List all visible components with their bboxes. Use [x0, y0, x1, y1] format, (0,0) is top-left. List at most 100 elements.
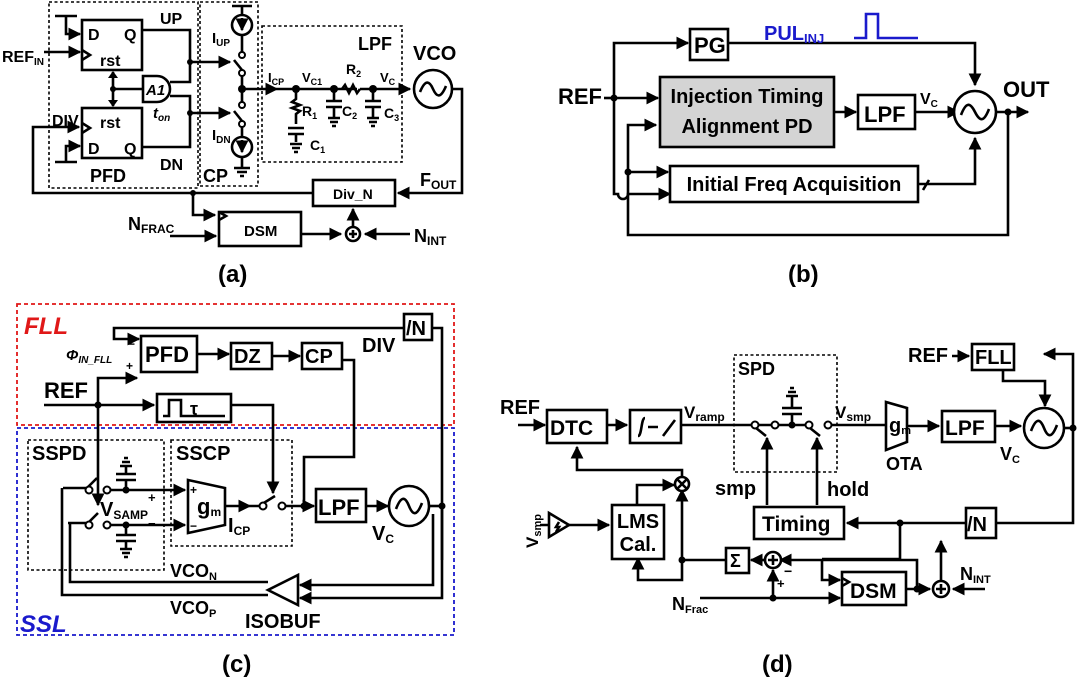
ref-to-pg-wire: [612, 36, 690, 98]
v-c-label: VC: [372, 523, 394, 546]
cross-glyph: [676, 478, 688, 490]
pfd-block: [139, 334, 199, 374]
fll-label: FLL: [975, 347, 1012, 369]
mult-to-dtc-wire: [570, 445, 684, 477]
dtc-label: DTC: [550, 417, 593, 440]
plus-glyph: [768, 555, 778, 565]
r2-label: R2: [346, 61, 361, 79]
c2-branch: [326, 89, 342, 128]
isobuf-triangle: [265, 572, 300, 608]
timing-label: Timing: [762, 513, 830, 536]
clock-icon: [81, 48, 93, 62]
plus-sign: +: [777, 576, 785, 591]
pg-block: [688, 27, 730, 62]
gm-label: gm: [197, 494, 221, 519]
div-n-label: Div_N: [333, 186, 373, 202]
sscp-group-label: SSCP: [176, 443, 230, 465]
dn-label: DN: [160, 157, 183, 174]
caption-d: (d): [762, 651, 793, 678]
vco-to-fll-wire: [1042, 347, 1075, 428]
sample-cap-bot: [116, 525, 136, 559]
n-frac-label: NFrac: [672, 594, 708, 616]
ref-left-label: REF: [500, 397, 540, 419]
r1-label: R1: [302, 103, 317, 121]
hold-label: hold: [827, 479, 869, 501]
dsm-block: [840, 570, 908, 607]
vco-to-div-wire: [432, 326, 444, 560]
fll-to-vco-wire: [1001, 370, 1052, 408]
switch-contact: [238, 101, 246, 109]
minus-sign: −: [128, 337, 135, 351]
i-cp-label: ICP: [228, 515, 250, 538]
ota-label: OTA: [886, 454, 923, 474]
clock-icon: [841, 576, 852, 588]
div-n-label: /N: [967, 514, 987, 536]
dn-switch[interactable]: [232, 110, 244, 122]
div-n-block: [964, 506, 998, 540]
i-dn-label: IDN: [212, 127, 231, 146]
sine-icon: [959, 103, 991, 121]
lpf-label: LPF: [945, 417, 985, 440]
junction-dot: [187, 110, 193, 116]
smp-switch[interactable]: [755, 426, 767, 438]
out-label: OUT: [1003, 77, 1050, 102]
and-gate-label: A1: [145, 82, 165, 99]
ifa-label: Initial Freq Acquisition: [687, 174, 902, 196]
caption-c: (c): [222, 651, 251, 678]
spd-group-box: [733, 354, 838, 473]
switch-contact: [238, 51, 246, 59]
sspd-group-box: [27, 439, 165, 571]
phi-in-fll-label: ΦIN_FLL: [66, 347, 112, 366]
itapd-line2: Alignment PD: [681, 116, 812, 138]
sine-icon: [394, 497, 424, 515]
sine-icon: [1029, 419, 1059, 437]
pfd-label: PFD: [145, 342, 189, 367]
injection-timing-pd-block: [658, 75, 836, 149]
v-c-label: VC: [380, 70, 396, 87]
v-smp-label: Vsmp: [835, 403, 871, 424]
ref-in-label: REFIN: [2, 49, 44, 68]
samp-switch-p: [63, 477, 98, 490]
initial-freq-acquisition-block: [668, 164, 920, 204]
cp-group-label: CP: [203, 166, 228, 186]
c3-branch: [365, 89, 381, 128]
panel-d: REF DTC Vramp SPD Vsmp smp hold gm OTA L…: [500, 342, 1077, 678]
switch-contact: [102, 485, 112, 495]
caption-b: (b): [788, 261, 819, 288]
acc-to-lms-wire: [631, 556, 684, 582]
lms-line2: Cal.: [620, 534, 657, 556]
div-n-label: /N: [406, 318, 426, 340]
v-smp-in-label: Vsmp: [523, 514, 544, 548]
isobuf-label: ISOBUF: [245, 611, 321, 633]
n-int-label: NINT: [414, 226, 447, 248]
div-feedback-wire: [31, 120, 313, 195]
sscp-group-box: [170, 439, 293, 547]
ff-top-d: D: [88, 27, 100, 44]
div-label: DIV: [362, 335, 396, 357]
ssl-group-label: SSL: [20, 611, 67, 638]
up-switch[interactable]: [232, 59, 244, 71]
plus-sign: +: [148, 490, 156, 505]
panel-c: FLL SSL /N DIV ΦIN_FLL − + PFD DZ CP REF…: [16, 303, 455, 678]
up-label: UP: [160, 11, 183, 28]
dsm-label: DSM: [850, 580, 897, 603]
ff-bot-q: Q: [124, 141, 136, 158]
comparator-icon: [547, 510, 572, 540]
switch-contact: [750, 420, 760, 430]
ref-to-pfd-wire: [96, 371, 139, 405]
switch-contact: [84, 520, 94, 530]
minus-sign: −: [148, 516, 156, 531]
hold-switch[interactable]: [809, 426, 821, 438]
vdd-rail: [232, 4, 252, 15]
ff-top-rst: rst: [100, 53, 121, 70]
sspd-group-label: SSPD: [32, 443, 86, 465]
pfd-group-label: PFD: [90, 166, 126, 186]
v-c-label: VC: [920, 91, 938, 110]
spd-group-label: SPD: [738, 359, 775, 379]
ssl-group-box: [16, 427, 455, 636]
pulse-to-switch-wire: [231, 403, 280, 495]
c2-label: C2: [342, 103, 357, 121]
pulse-icon: [163, 398, 225, 418]
ref-label: REF: [44, 378, 88, 403]
vdd-tie-bot: [55, 146, 80, 164]
